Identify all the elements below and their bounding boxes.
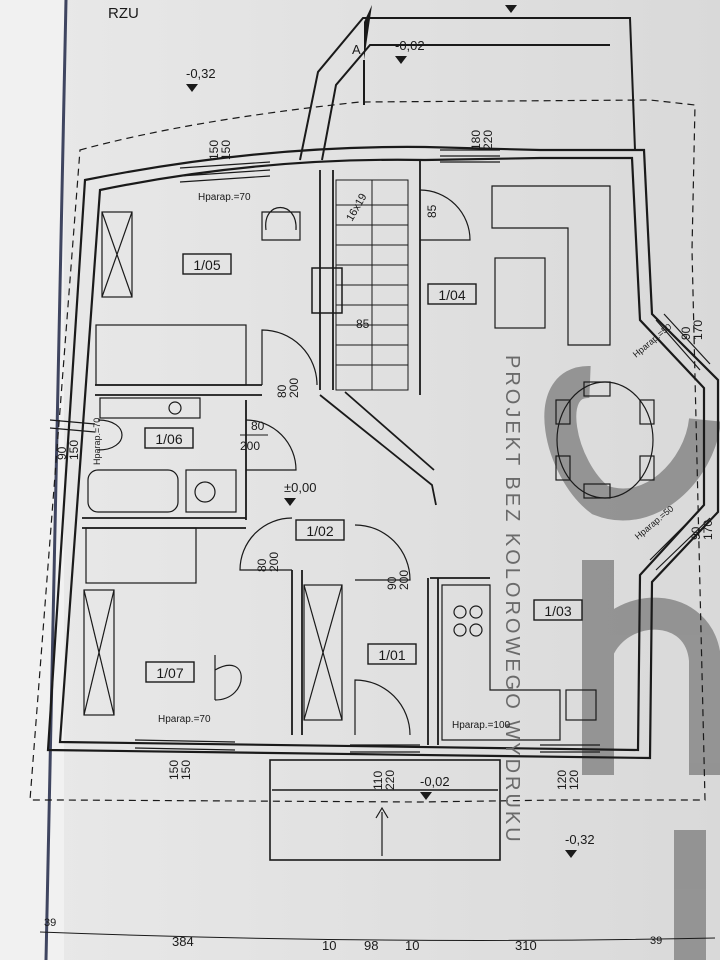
window-size-bottom-mid: 110220: [371, 770, 397, 790]
bottom-dimension-line: 39 384 10 98 10 310 39: [39, 917, 716, 953]
stair-width-top: 85: [425, 204, 439, 218]
bed-1-07: [85, 527, 197, 584]
room-1-01: 1/01: [378, 647, 405, 663]
furniture: [83, 185, 655, 741]
internal-walls: [82, 160, 490, 745]
parapet-kitchen: Hparap.=100: [452, 720, 511, 731]
dim-384: 384: [172, 934, 194, 949]
wardrobe-1-01: [303, 584, 343, 721]
window-size-bottom-left: 150150: [167, 760, 193, 780]
window-size-bay-upper: 90170: [679, 320, 705, 340]
coffee-table-1-04: [494, 257, 546, 329]
door-size-labels: 80 200: [240, 419, 268, 453]
room-1-04: 1/04: [438, 287, 465, 303]
level-marks: -0,02 -0,32 ±0,00 -0,02 -0,32: [186, 5, 595, 858]
window-size-bay-lower: 90170: [689, 520, 715, 540]
dim-310: 310: [515, 938, 537, 953]
dim-98: 98: [364, 938, 378, 953]
level-entrance: -0,02: [420, 774, 450, 789]
room-1-03: 1/03: [544, 603, 571, 619]
level-outside-right: -0,32: [565, 832, 595, 847]
room-1-07: 1/07: [156, 665, 183, 681]
watermark-text: PROJEKT BEZ KOLOROWEGO WYDRUKU: [501, 355, 523, 845]
door-size-1-07: 80200: [255, 552, 281, 572]
door-size-1-06-bottom: 200: [240, 439, 260, 453]
staircase: [311, 179, 409, 391]
kitchen-counter: [441, 584, 561, 741]
window-size-top-left: 150150: [207, 140, 233, 160]
parapet-left: Hparap.=70: [92, 418, 102, 465]
windows: [49, 149, 711, 753]
room-labels: 1/05 1/04 1/06 1/02 1/03 1/07 1/01: [144, 253, 583, 683]
door-size-1-05: 80200: [275, 378, 301, 398]
dim-39-left: 39: [44, 917, 56, 929]
door-size-1-01: 90200: [385, 570, 411, 590]
sofa-1-04: [491, 185, 611, 346]
room-1-06: 1/06: [155, 431, 182, 447]
section-marker: A: [352, 5, 372, 105]
dim-10-a: 10: [322, 938, 336, 953]
level-terrace: -0,02: [395, 38, 425, 53]
window-size-bottom-right: 120120: [555, 770, 581, 790]
upper-terrace: [299, 17, 636, 161]
section-marker-label: A: [352, 42, 361, 57]
room-1-02: 1/02: [306, 523, 333, 539]
sink-1-06: [99, 397, 201, 419]
level-floor: ±0,00: [284, 480, 316, 495]
parapet-bottom-left: Hparap.=70: [158, 714, 211, 725]
wardrobe-1-05: [101, 211, 133, 298]
bed-1-05: [95, 324, 247, 386]
bathtub-1-06: [87, 469, 179, 513]
sheet-title: RZU: [108, 5, 139, 22]
dim-10-b: 10: [405, 938, 419, 953]
room-1-05: 1/05: [193, 257, 220, 273]
roof-outline: [29, 99, 706, 803]
door-swings: [239, 189, 471, 736]
parapet-top: Hparap.=70: [198, 192, 251, 203]
binding-margin: [0, 0, 64, 960]
outer-walls: [46, 145, 720, 760]
entrance-steps: [269, 759, 501, 861]
window-size-left: 90150: [55, 440, 81, 460]
door-size-1-06-top: 80: [251, 419, 265, 433]
level-outside-left: -0,32: [186, 66, 216, 81]
window-size-top-right: 180220: [469, 130, 495, 150]
dim-39-right: 39: [650, 935, 662, 947]
stair-width-mid: 85: [356, 317, 370, 331]
